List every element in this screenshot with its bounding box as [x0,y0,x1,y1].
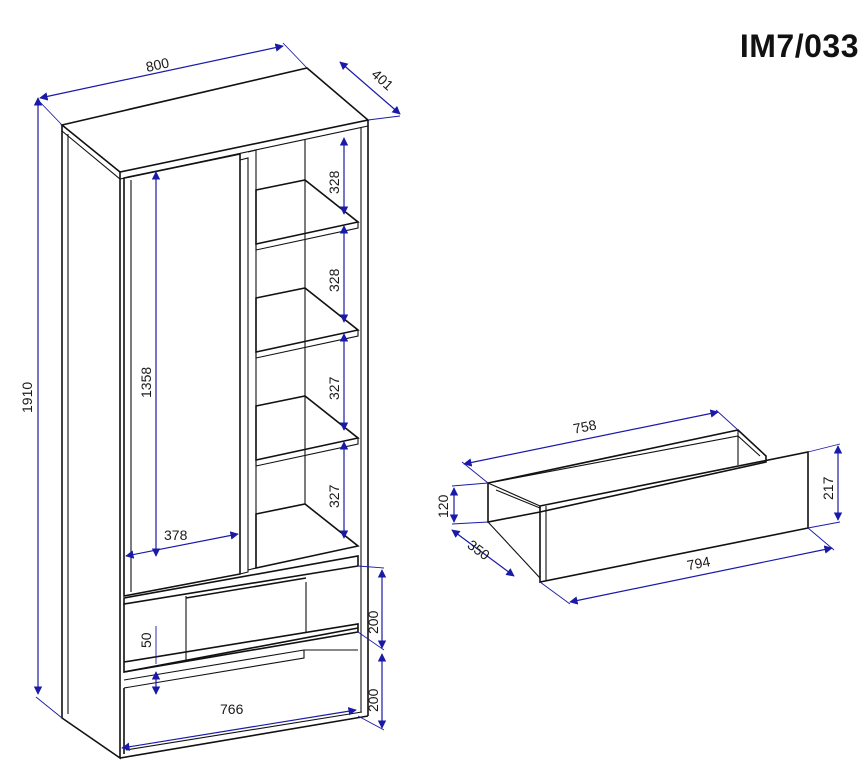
dim-drawer-front-width: 794 [686,553,712,573]
dim-bottom-space: 200 [365,688,381,712]
dim-shelf-3: 327 [326,376,342,400]
dim-door-height: 1358 [138,367,154,398]
dim-drawer-front: 200 [365,610,381,634]
dim-drawer-depth: 350 [465,536,493,563]
wardrobe-divider [247,149,257,571]
dim-height: 1910 [19,382,35,413]
wardrobe-bottom-edge [119,715,369,759]
dim-width: 800 [144,54,170,75]
dim-shelf-2: 328 [326,268,342,292]
dim-inner-width: 766 [220,701,244,717]
drawer-body [487,429,767,523]
dim-drawer-length: 758 [572,417,598,437]
dim-door-width: 378 [164,527,188,543]
drawer-dimensions: 758 794 350 120 217 [435,409,843,605]
dim-inner-gap: 50 [138,632,154,648]
dim-depth: 401 [369,66,397,94]
dim-shelf-1: 328 [326,170,342,194]
drawer-front-panel [539,451,809,583]
wardrobe-drawing: 800 401 1910 1358 378 328 328 327 327 [19,42,401,760]
dim-shelf-4: 327 [326,484,342,508]
dim-drawer-front-height: 217 [820,476,836,500]
drawer-drawing: 758 794 350 120 217 [435,409,843,605]
wardrobe-left-side [61,125,121,760]
dim-drawer-box-height: 120 [435,494,451,518]
model-code-title: IM7/033 [739,28,859,64]
wardrobe-shelves [255,140,360,569]
wardrobe-dimensions: 800 401 1910 1358 378 328 328 327 327 [19,42,401,751]
